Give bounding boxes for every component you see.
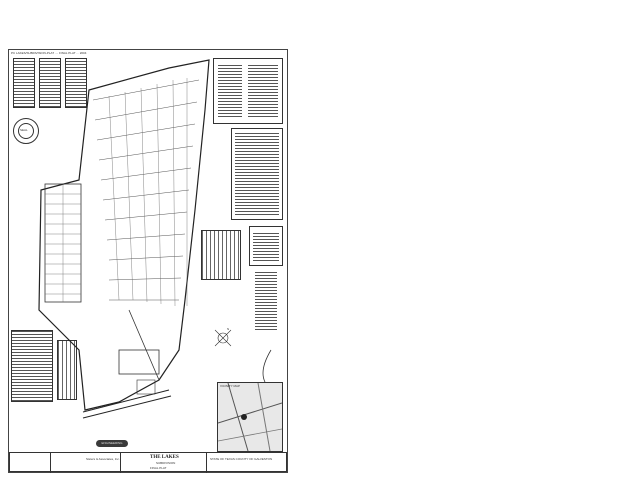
signature-box <box>249 226 283 266</box>
seal-label: SEAL <box>20 128 28 132</box>
curve-table <box>57 340 77 400</box>
firm-logo-badge: ENGINEERING <box>96 440 128 447</box>
plat-sheet: PC LAKES/SUBDIVISION-PLAT .... FINAL PLA… <box>8 49 288 473</box>
title-divider-1 <box>50 453 51 473</box>
notes-column-a <box>218 65 242 117</box>
notes-column-b <box>248 65 278 117</box>
vicinity-map-drawing <box>217 382 283 452</box>
subdivision-plat-drawing <box>38 59 272 419</box>
vicinity-map: VICINITY MAP <box>217 382 283 452</box>
title-block: Sisters & Associates, Inc. THE LAKES SUB… <box>9 452 287 473</box>
project-subtitle: SUBDIVISION <box>156 461 176 465</box>
general-notes-box <box>213 58 283 124</box>
signature-text <box>253 231 279 261</box>
seal-stamp: SEAL <box>13 118 39 144</box>
vicinity-map-title: VICINITY MAP <box>220 384 240 388</box>
notes-box-3 <box>65 58 87 108</box>
north-arrow <box>214 329 232 347</box>
north-arrow-label: N <box>227 327 230 331</box>
title-divider-2 <box>120 453 121 473</box>
lien-holder-text <box>255 270 277 330</box>
title-divider-3 <box>206 453 207 473</box>
address-line: STATE OF TEXAS COUNTY OF GALVESTON <box>210 457 273 461</box>
notes-box-1 <box>13 58 35 108</box>
seal-inner-ring <box>18 123 34 139</box>
firm-name: Sisters & Associates, Inc. <box>86 457 120 461</box>
legal-notes-box <box>11 330 53 402</box>
notes-box-2 <box>39 58 61 108</box>
header-line: PC LAKES/SUBDIVISION-PLAT .... FINAL PLA… <box>11 51 87 55</box>
project-title: THE LAKES <box>150 455 179 460</box>
dedication-box <box>231 128 283 220</box>
plat-type: FINAL PLAT <box>150 466 167 470</box>
lot-table-1 <box>201 230 241 280</box>
dedication-text <box>235 133 279 215</box>
